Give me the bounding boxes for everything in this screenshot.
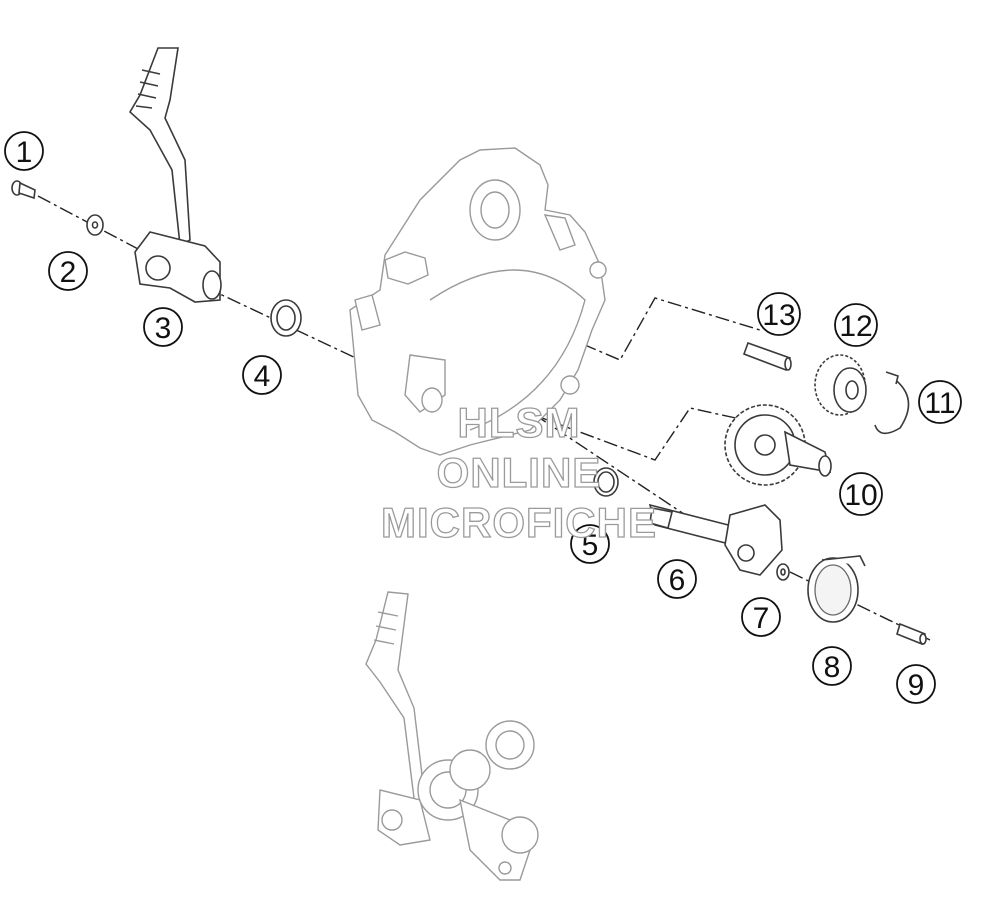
callout-2: 2 (48, 251, 88, 291)
part-idler-gear (814, 354, 867, 416)
callout-13: 13 (757, 292, 801, 336)
callout-9: 9 (896, 664, 936, 704)
svg-text:3: 3 (155, 312, 172, 345)
part-washer (86, 214, 104, 236)
svg-text:13: 13 (762, 299, 795, 332)
svg-text:10: 10 (844, 479, 877, 512)
svg-text:12: 12 (839, 310, 872, 343)
callout-3: 3 (143, 307, 183, 347)
svg-text:8: 8 (824, 651, 841, 684)
part-seal-ring (270, 299, 302, 337)
svg-text:ONLINE: ONLINE (437, 449, 602, 496)
svg-text:2: 2 (60, 256, 77, 289)
svg-text:5: 5 (582, 529, 599, 562)
callout-11: 11 (918, 380, 962, 424)
callout-4: 4 (242, 355, 282, 395)
callout-5: 5 (570, 524, 610, 564)
part-o-ring (593, 467, 619, 497)
part-clutch-cover (349, 147, 607, 456)
callout-8: 8 (812, 646, 852, 686)
callout-1: 1 (4, 131, 44, 171)
svg-text:6: 6 (669, 564, 686, 597)
part-small-washer (776, 563, 790, 581)
part-dowel-pin (742, 341, 792, 372)
callout-10: 10 (839, 472, 883, 516)
svg-text:7: 7 (753, 602, 770, 635)
callout-7: 7 (741, 597, 781, 637)
svg-text:1: 1 (16, 136, 33, 169)
assembled-kickstart-preview (365, 591, 539, 881)
part-circlip (874, 371, 910, 435)
part-kickstart-shaft (648, 503, 783, 576)
part-torsion-spring (807, 555, 866, 623)
svg-text:11: 11 (924, 387, 955, 420)
part-kickstart-lever (128, 47, 222, 303)
watermark: HLSM ONLINE MICROFICHE (380, 398, 657, 546)
part-bolt (11, 180, 36, 200)
callout-12: 12 (834, 303, 878, 347)
svg-text:9: 9 (908, 669, 925, 702)
part-pin (896, 622, 927, 646)
svg-text:4: 4 (254, 360, 271, 393)
callout-6: 6 (657, 559, 697, 599)
svg-text:MICROFICHE: MICROFICHE (381, 499, 657, 546)
svg-text:HLSM: HLSM (458, 399, 581, 446)
part-kickstart-gear (724, 404, 832, 486)
